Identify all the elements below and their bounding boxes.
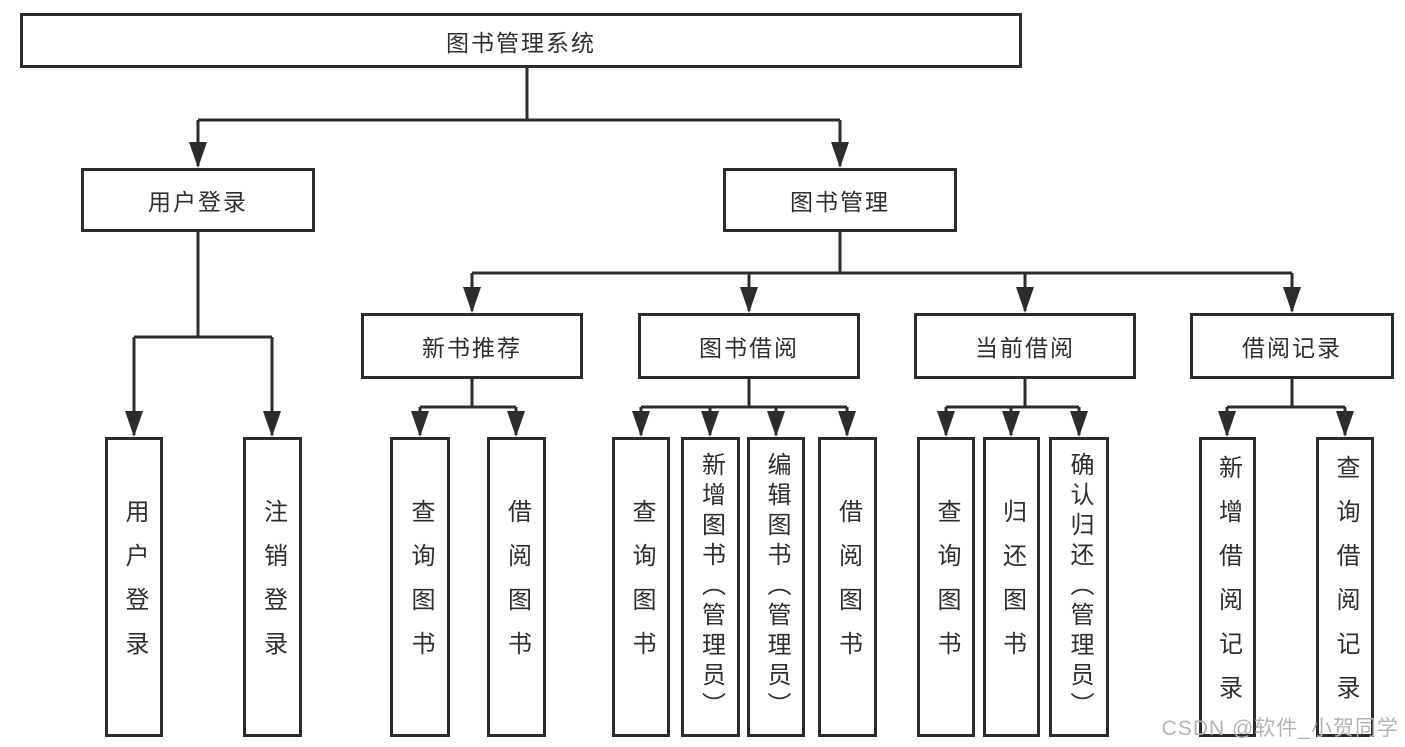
leaf-borrow-books: 借阅图书 bbox=[818, 437, 877, 737]
connector-root-to-level2 bbox=[196, 68, 842, 166]
arrowhead-icons bbox=[125, 142, 1354, 437]
arrow-down-icon bbox=[1070, 411, 1088, 437]
node-user-login: 用户登录 bbox=[81, 168, 315, 232]
arrow-down-icon bbox=[632, 411, 650, 437]
connector-borrow-record-branch bbox=[1225, 379, 1347, 435]
arrow-down-icon bbox=[1016, 287, 1034, 313]
leaf-confirm-return-admin: 确认归还（管理员） bbox=[1049, 437, 1109, 737]
arrow-down-icon bbox=[831, 142, 849, 168]
node-current-borrow-label: 当前借阅 bbox=[975, 335, 1075, 361]
arrow-down-icon bbox=[411, 411, 429, 437]
connector-book-borrow-branch bbox=[639, 379, 849, 435]
leaf-query-books-recommend-label: 查询图书 bbox=[407, 499, 434, 675]
leaf-query-borrow-record-label: 查询借阅记录 bbox=[1332, 455, 1359, 719]
leaf-add-borrow-record: 新增借阅记录 bbox=[1199, 437, 1256, 737]
arrow-down-icon bbox=[507, 411, 525, 437]
leaf-query-books-current: 查询图书 bbox=[917, 437, 975, 737]
arrow-down-icon bbox=[701, 411, 719, 437]
node-new-book-recommend: 新书推荐 bbox=[361, 313, 583, 379]
leaf-edit-books-admin: 编辑图书（管理员） bbox=[747, 437, 805, 737]
arrow-down-icon bbox=[463, 287, 481, 313]
leaf-borrow-books-label: 借阅图书 bbox=[834, 499, 862, 675]
node-user-login-label: 用户登录 bbox=[148, 189, 248, 215]
arrow-down-icon bbox=[1218, 411, 1236, 437]
node-borrow-record: 借阅记录 bbox=[1190, 313, 1394, 379]
arrow-down-icon bbox=[1002, 411, 1020, 437]
arrow-down-icon bbox=[937, 411, 955, 437]
arrow-down-icon bbox=[1283, 287, 1301, 313]
leaf-query-books-borrow-label: 查询图书 bbox=[628, 499, 655, 675]
arrow-down-icon bbox=[125, 411, 143, 437]
leaf-logout-label: 注销登录 bbox=[259, 499, 287, 675]
arrow-down-icon bbox=[740, 287, 758, 313]
leaf-return-books: 归还图书 bbox=[983, 437, 1040, 737]
arrow-down-icon bbox=[767, 411, 785, 437]
leaf-query-borrow-record: 查询借阅记录 bbox=[1316, 437, 1374, 737]
arrow-down-icon bbox=[263, 411, 281, 437]
node-book-borrow-label: 图书借阅 bbox=[699, 335, 799, 361]
node-root-label: 图书管理系统 bbox=[446, 29, 596, 56]
leaf-query-books-current-label: 查询图书 bbox=[933, 499, 960, 675]
leaf-add-borrow-record-label: 新增借阅记录 bbox=[1214, 455, 1242, 719]
connector-new-book-recommend-branch bbox=[418, 379, 518, 435]
leaf-confirm-return-admin-label: 确认归还（管理员） bbox=[1066, 452, 1093, 722]
leaf-borrow-books-recommend-label: 借阅图书 bbox=[503, 499, 531, 675]
leaf-edit-books-admin-label: 编辑图书（管理员） bbox=[763, 452, 790, 722]
leaf-add-books-admin-label: 新增图书（管理员） bbox=[697, 452, 725, 722]
leaf-add-books-admin: 新增图书（管理员） bbox=[681, 437, 740, 737]
connector-user-login-branch bbox=[132, 232, 274, 435]
node-current-borrow: 当前借阅 bbox=[914, 313, 1136, 379]
node-new-book-recommend-label: 新书推荐 bbox=[422, 335, 522, 361]
leaf-query-books-recommend: 查询图书 bbox=[390, 437, 450, 737]
leaf-logout: 注销登录 bbox=[243, 437, 302, 737]
leaf-borrow-books-recommend: 借阅图书 bbox=[487, 437, 546, 737]
node-book-borrow: 图书借阅 bbox=[638, 313, 860, 379]
leaf-user-login: 用户登录 bbox=[105, 437, 163, 737]
arrow-down-icon bbox=[189, 142, 207, 168]
leaf-return-books-label: 归还图书 bbox=[998, 499, 1026, 675]
arrow-down-icon bbox=[838, 411, 856, 437]
leaf-query-books-borrow: 查询图书 bbox=[612, 437, 670, 737]
node-root: 图书管理系统 bbox=[20, 13, 1022, 68]
node-book-management: 图书管理 bbox=[723, 168, 957, 232]
node-book-management-label: 图书管理 bbox=[790, 189, 890, 215]
connector-book-management-branch bbox=[470, 232, 1294, 311]
arrow-down-icon bbox=[1336, 411, 1354, 437]
node-borrow-record-label: 借阅记录 bbox=[1242, 335, 1342, 361]
leaf-user-login-label: 用户登录 bbox=[121, 499, 148, 675]
watermark: CSDN @软件_小贺同学 bbox=[1161, 717, 1399, 740]
